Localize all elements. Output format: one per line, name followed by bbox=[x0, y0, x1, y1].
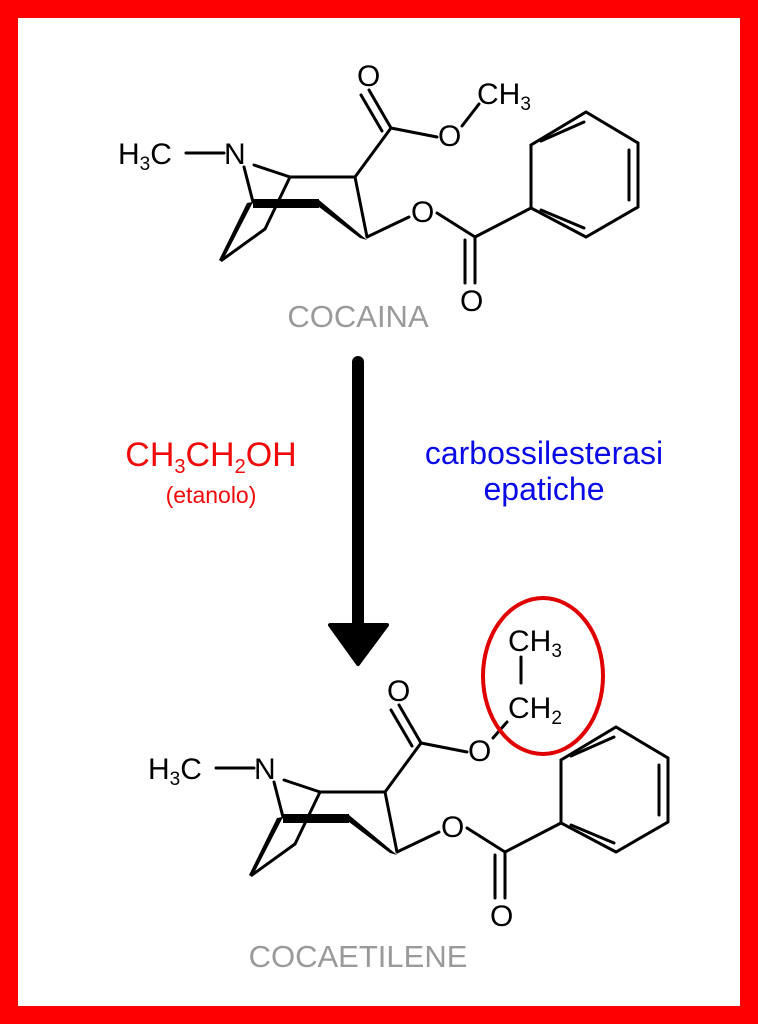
ester-oxygen-label: O bbox=[438, 120, 461, 153]
tropane-skeleton bbox=[184, 88, 640, 285]
n-methyl-label: H3C bbox=[148, 753, 202, 790]
methyl-label: CH3 bbox=[477, 78, 531, 115]
benzoyl-carbonyl-oxygen-label: O bbox=[490, 900, 513, 933]
reagent-name: (etanolo) bbox=[166, 482, 257, 508]
carbonyl-oxygen-label: O bbox=[357, 60, 380, 93]
enzyme-line1: carbossilesterasi bbox=[425, 435, 663, 471]
reactant-name: COCAINA bbox=[287, 299, 429, 334]
reaction-arrow bbox=[328, 356, 389, 666]
benzoyl-oxygen-label: O bbox=[411, 196, 434, 229]
carbonyl-oxygen-label: O bbox=[387, 675, 410, 708]
reagent-formula: CH3CH2OH bbox=[125, 436, 296, 478]
ethyl-ch2-label: CH2 bbox=[508, 692, 562, 729]
benzoyl-carbonyl-oxygen-label: O bbox=[460, 285, 483, 318]
tropane-skeleton bbox=[214, 703, 670, 900]
enzyme-line2: epatiche bbox=[484, 471, 605, 507]
cocaine-structure: H3C N O O CH3 O O COCAINA bbox=[118, 60, 640, 334]
ester-oxygen-label: O bbox=[468, 735, 491, 768]
nitrogen-label: N bbox=[254, 753, 276, 786]
nitrogen-label: N bbox=[224, 138, 246, 171]
n-methyl-label: H3C bbox=[118, 138, 172, 175]
ethyl-ch3-label: CH3 bbox=[508, 625, 562, 662]
ethyl-highlight-ellipse bbox=[481, 596, 605, 756]
cocaethylene-structure: H3C N O O CH3 CH2 O O COCAETILENE bbox=[148, 596, 670, 974]
benzoyl-oxygen-label: O bbox=[441, 811, 464, 844]
product-name: COCAETILENE bbox=[249, 939, 468, 974]
